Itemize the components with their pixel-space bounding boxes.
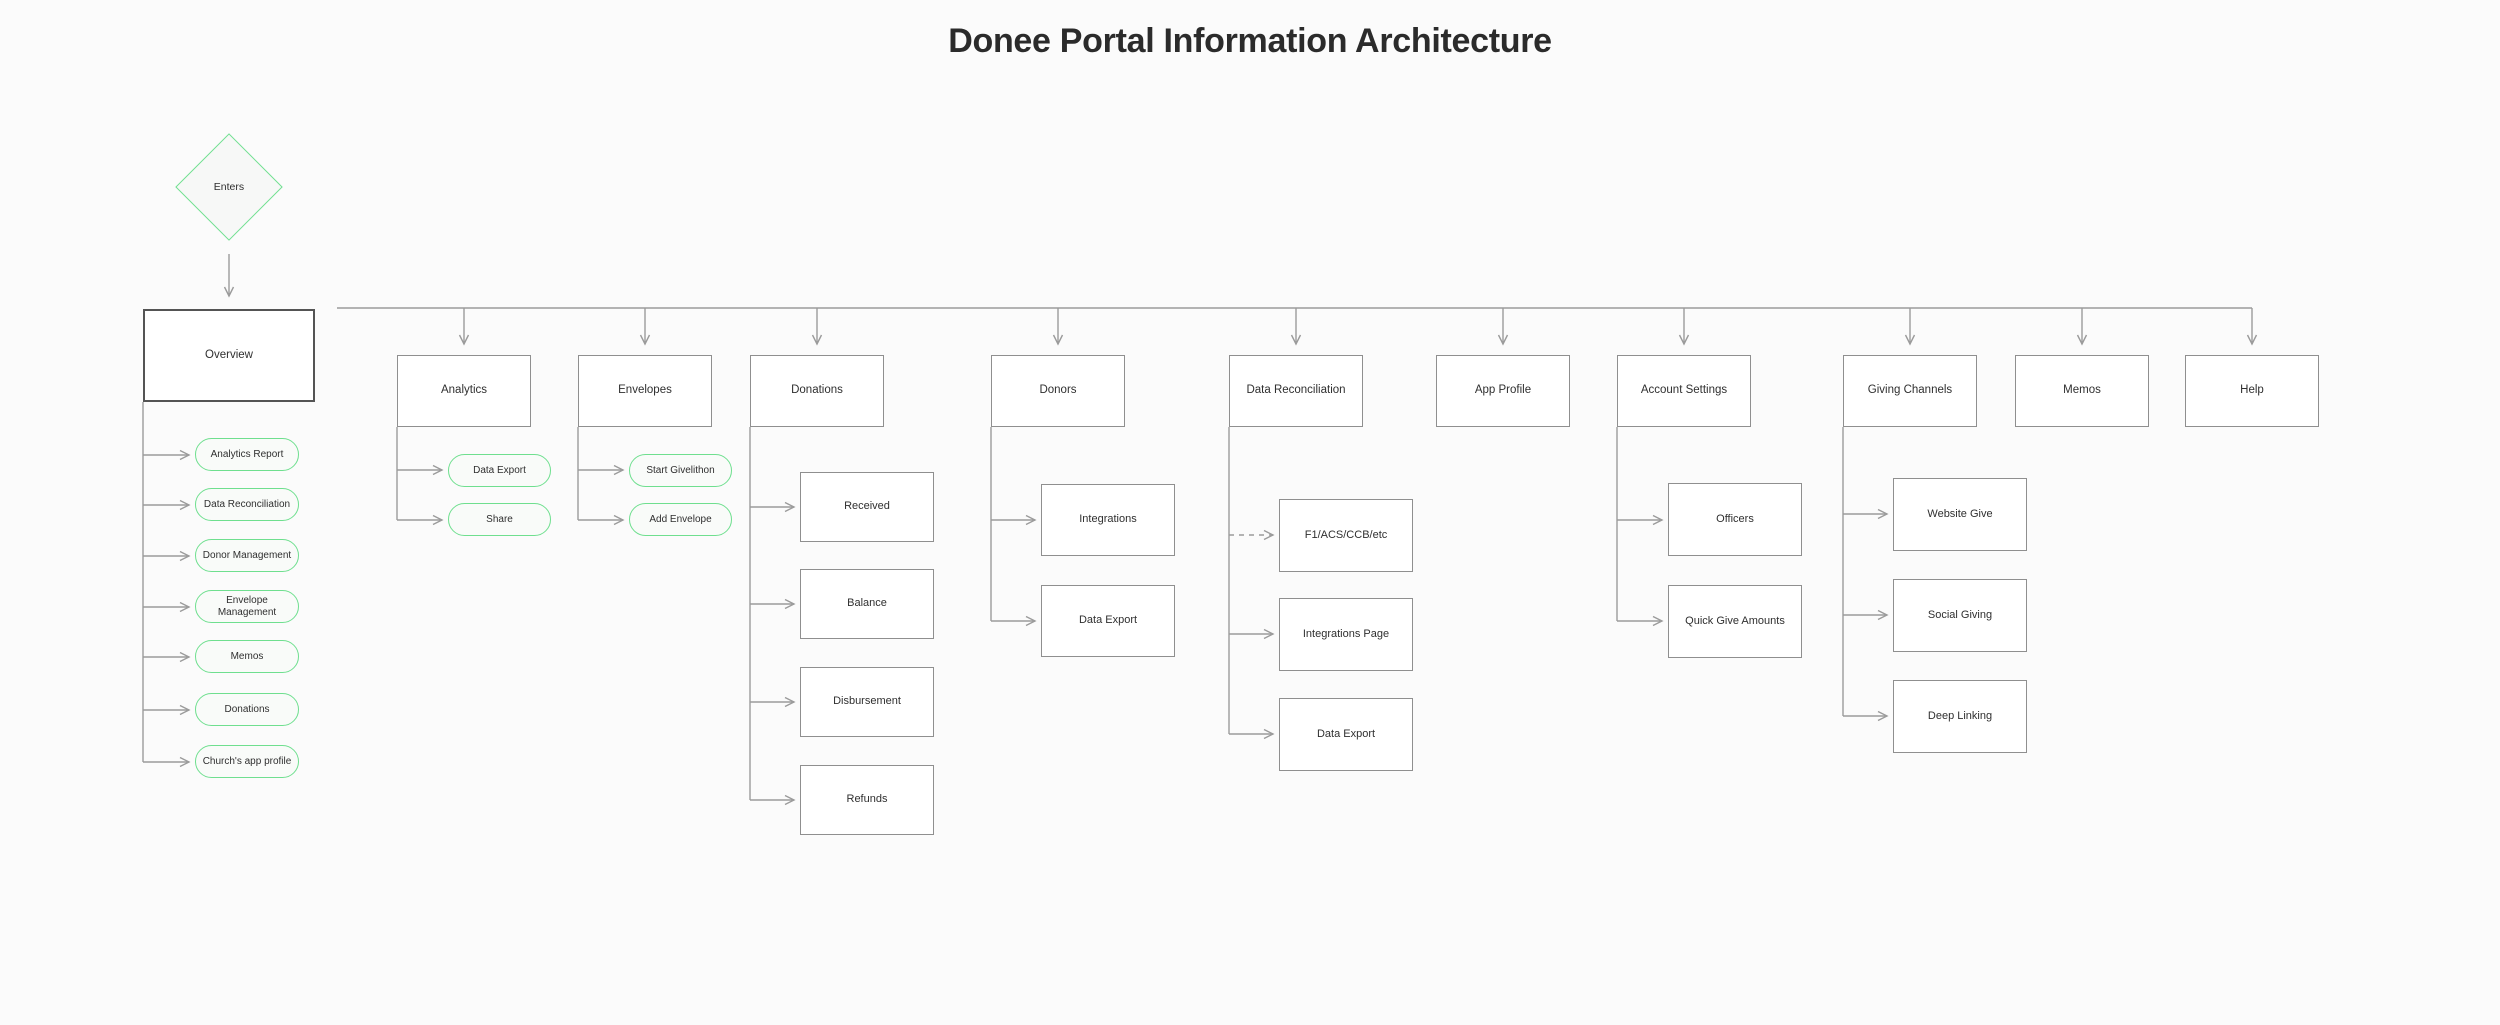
node-received[interactable]: Received	[800, 472, 934, 542]
node-label: Add Envelope	[649, 513, 712, 525]
node-label: Help	[2240, 384, 2264, 397]
node-overview[interactable]: Overview	[143, 309, 315, 402]
node-donor-management-pill[interactable]: Donor Management	[195, 539, 299, 572]
node-label: Website Give	[1927, 507, 1993, 520]
node-label: Enters	[213, 180, 245, 193]
node-envelope-management-pill[interactable]: Envelope Management	[195, 590, 299, 623]
node-label: Deep Linking	[1927, 709, 1993, 722]
node-label: Disbursement	[833, 695, 901, 708]
connector-trunk-drops	[458, 308, 2258, 346]
connector-donations-tree	[749, 427, 796, 806]
node-label: Social Giving	[1927, 608, 1993, 621]
node-label: Memos	[230, 650, 264, 662]
node-donors-integrations[interactable]: Integrations	[1041, 484, 1175, 556]
node-label: Quick Give Amounts	[1685, 614, 1785, 627]
node-label: Envelopes	[618, 384, 672, 397]
connector-analytics-tree	[396, 427, 444, 526]
node-deep-linking[interactable]: Deep Linking	[1893, 680, 2027, 753]
diagram-title: Donee Portal Information Architecture	[948, 22, 1552, 60]
node-label: Envelope Management	[217, 594, 277, 618]
node-label: Data Reconciliation	[203, 498, 291, 510]
node-label: Data Reconciliation	[1246, 384, 1346, 397]
node-memos-pill[interactable]: Memos	[195, 640, 299, 673]
node-analytics-report-pill[interactable]: Analytics Report	[195, 438, 299, 471]
node-analytics[interactable]: Analytics	[397, 355, 531, 427]
node-label: Donors	[1039, 384, 1077, 397]
node-label: Donations	[791, 384, 843, 397]
node-donors-data-export[interactable]: Data Export	[1041, 585, 1175, 657]
node-label: Data Export	[1316, 727, 1376, 740]
node-f1-acs-ccb-etc[interactable]: F1/ACS/CCB/etc	[1279, 499, 1413, 572]
connector-envelopes-tree	[577, 427, 625, 526]
node-label: Share	[486, 513, 513, 525]
node-label: Data Export	[1078, 614, 1138, 627]
node-donors[interactable]: Donors	[991, 355, 1125, 427]
node-churchs-app-profile-pill[interactable]: Church's app profile	[195, 745, 299, 778]
node-data-reconciliation[interactable]: Data Reconciliation	[1229, 355, 1363, 427]
node-balance[interactable]: Balance	[800, 569, 934, 639]
node-quick-give-amounts[interactable]: Quick Give Amounts	[1668, 585, 1802, 658]
node-data-reconciliation-data-export[interactable]: Data Export	[1279, 698, 1413, 771]
connector-account-settings-tree	[1616, 427, 1664, 627]
node-add-envelope-pill[interactable]: Add Envelope	[629, 503, 732, 536]
node-label: Officers	[1716, 512, 1754, 525]
node-giving-channels[interactable]: Giving Channels	[1843, 355, 1977, 427]
node-label: F1/ACS/CCB/etc	[1304, 528, 1388, 541]
connector-donors-tree	[990, 427, 1037, 627]
node-data-reconciliation-pill[interactable]: Data Reconciliation	[195, 488, 299, 521]
node-label: Donor Management	[202, 549, 292, 561]
node-label: Start Givelithon	[646, 464, 715, 476]
node-app-profile[interactable]: App Profile	[1436, 355, 1570, 427]
node-donations[interactable]: Donations	[750, 355, 884, 427]
node-label: Overview	[205, 348, 253, 361]
node-label: Church's app profile	[202, 755, 292, 767]
node-analytics-share-pill[interactable]: Share	[448, 503, 551, 536]
connector-overview-tree	[142, 402, 191, 768]
node-label: Giving Channels	[1867, 384, 1953, 397]
node-label: Analytics	[440, 384, 488, 397]
node-label: Refunds	[846, 793, 888, 806]
node-refunds[interactable]: Refunds	[800, 765, 934, 835]
node-officers[interactable]: Officers	[1668, 483, 1802, 556]
node-label: App Profile	[1474, 384, 1532, 397]
node-label: Received	[844, 500, 890, 513]
node-label: Data Export	[473, 464, 526, 476]
node-integrations-page[interactable]: Integrations Page	[1279, 598, 1413, 671]
node-website-give[interactable]: Website Give	[1893, 478, 2027, 551]
node-social-giving[interactable]: Social Giving	[1893, 579, 2027, 652]
node-account-settings[interactable]: Account Settings	[1617, 355, 1751, 427]
node-memos[interactable]: Memos	[2015, 355, 2149, 427]
node-label: Memos	[2063, 384, 2101, 397]
node-label: Integrations	[1079, 513, 1137, 526]
node-start-givelithon-pill[interactable]: Start Givelithon	[629, 454, 732, 487]
node-label: Donations	[224, 703, 270, 715]
node-disbursement[interactable]: Disbursement	[800, 667, 934, 737]
node-donations-pill[interactable]: Donations	[195, 693, 299, 726]
node-label: Account Settings	[1640, 384, 1728, 397]
node-analytics-data-export-pill[interactable]: Data Export	[448, 454, 551, 487]
node-label: Analytics Report	[210, 448, 284, 460]
connector-data-reconciliation-tree	[1228, 427, 1275, 740]
connector-giving-channels-tree	[1842, 427, 1889, 722]
node-label: Balance	[847, 597, 887, 610]
node-envelopes[interactable]: Envelopes	[578, 355, 712, 427]
node-label: Integrations Page	[1302, 627, 1390, 640]
node-help[interactable]: Help	[2185, 355, 2319, 427]
